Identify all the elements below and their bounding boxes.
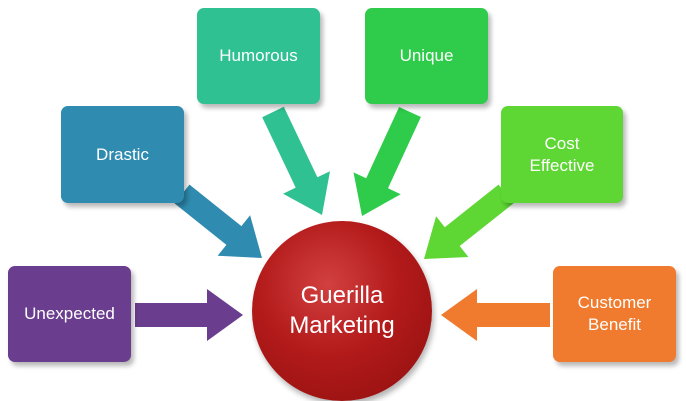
node-unique: Unique	[365, 8, 488, 104]
node-customer-benefit: Customer Benefit	[553, 266, 676, 362]
node-drastic: Drastic	[61, 106, 184, 203]
node-unexpected: Unexpected	[8, 266, 131, 362]
arrow-unique	[353, 107, 421, 216]
arrow-humorous	[262, 106, 330, 215]
center-node-guerilla-marketing: Guerilla Marketing	[252, 221, 432, 401]
node-humorous: Humorous	[197, 8, 320, 104]
arrow-drastic	[174, 184, 262, 258]
arrow-unexpected	[135, 289, 243, 341]
arrow-customer-benefit	[441, 289, 550, 341]
arrow-cost-effective	[424, 184, 514, 259]
node-cost-effective: Cost Effective	[501, 106, 623, 203]
